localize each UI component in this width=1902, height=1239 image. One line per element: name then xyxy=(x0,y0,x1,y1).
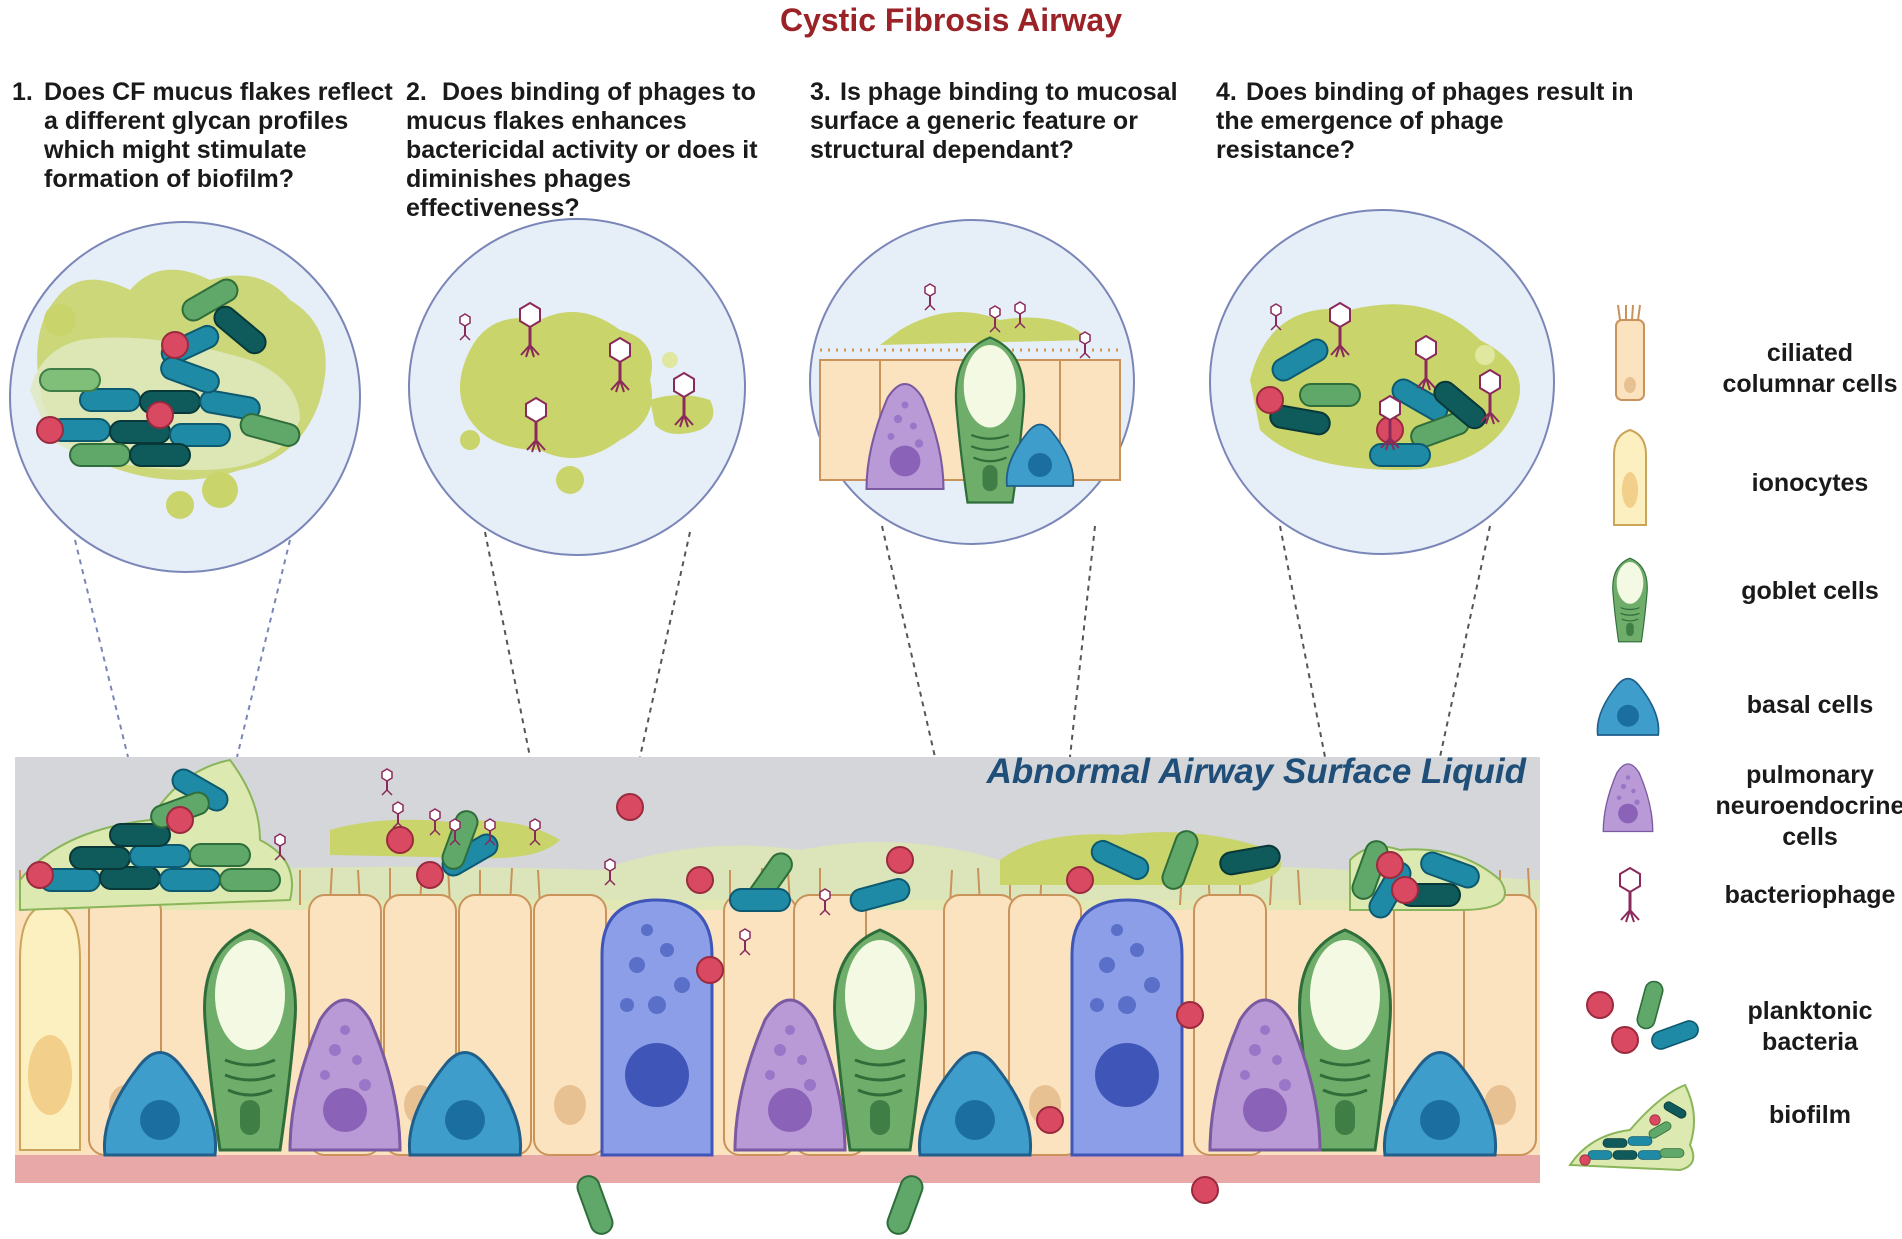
question-2-line: mucus flakes enhances xyxy=(406,107,687,135)
zoom-circle-3 xyxy=(809,219,1135,545)
question-4-line: Does binding of phages result in xyxy=(1246,78,1634,106)
question-4-number: 4. xyxy=(1216,78,1237,106)
asl-label: Abnormal Airway Surface Liquid xyxy=(986,752,1526,791)
question-3-line: surface a generic feature or xyxy=(810,107,1138,135)
figure-title: Cystic Fibrosis Airway xyxy=(779,2,1123,38)
question-1-line: which might stimulate xyxy=(44,136,307,164)
zoom-circle-2 xyxy=(408,218,746,556)
question-3: 3. Is phage binding to mucosal surface a… xyxy=(810,78,1178,165)
legend-label-ciliated: ciliated columnar cells xyxy=(1722,339,1898,398)
ionocyte xyxy=(19,903,81,1151)
legend-label-basal: basal cells xyxy=(1746,691,1874,719)
zoom-circle-1 xyxy=(9,221,361,573)
question-3-number: 3. xyxy=(810,78,831,106)
question-4-line: resistance? xyxy=(1216,136,1355,164)
question-2-line: Does binding of phages to xyxy=(442,78,756,106)
legend-label-bacteriophage: bacteriophage xyxy=(1724,881,1896,909)
question-1-line: Does CF mucus flakes reflect xyxy=(44,78,393,106)
question-2-line: effectiveness? xyxy=(406,194,580,222)
legend-label-planktonic: planktonic bacteria xyxy=(1747,997,1873,1056)
question-2-line: bactericidal activity or does it xyxy=(406,136,758,164)
question-1-number: 1. xyxy=(12,78,33,106)
legend-label-goblet: goblet cells xyxy=(1741,577,1879,605)
legend-label-ionocytes: ionocytes xyxy=(1751,469,1869,497)
legend-label-biofilm: biofilm xyxy=(1769,1101,1851,1129)
question-1: 1. Does CF mucus flakes reflect a differ… xyxy=(12,78,393,194)
airway-epithelium xyxy=(15,757,1540,1183)
question-1-line: a different glycan profiles xyxy=(44,107,349,135)
question-3-line: structural dependant? xyxy=(810,136,1074,164)
legend-label-neuroendocrine: pulmonary neuroendocrine cells xyxy=(1715,761,1902,851)
question-3-line: Is phage binding to mucosal xyxy=(840,78,1178,106)
question-2: 2. Does binding of phages to mucus flake… xyxy=(406,78,758,223)
question-2-number: 2. xyxy=(406,78,427,106)
question-1-line: formation of biofilm? xyxy=(44,165,294,193)
biofilm-in-asl xyxy=(19,758,1506,1238)
question-2-line: diminishes phages xyxy=(406,165,632,193)
zoom-connectors xyxy=(74,525,1491,758)
question-4-line: the emergence of phage xyxy=(1216,107,1504,135)
question-4: 4. Does binding of phages result in the … xyxy=(1216,78,1634,165)
zoom-circle-4 xyxy=(1209,209,1555,555)
